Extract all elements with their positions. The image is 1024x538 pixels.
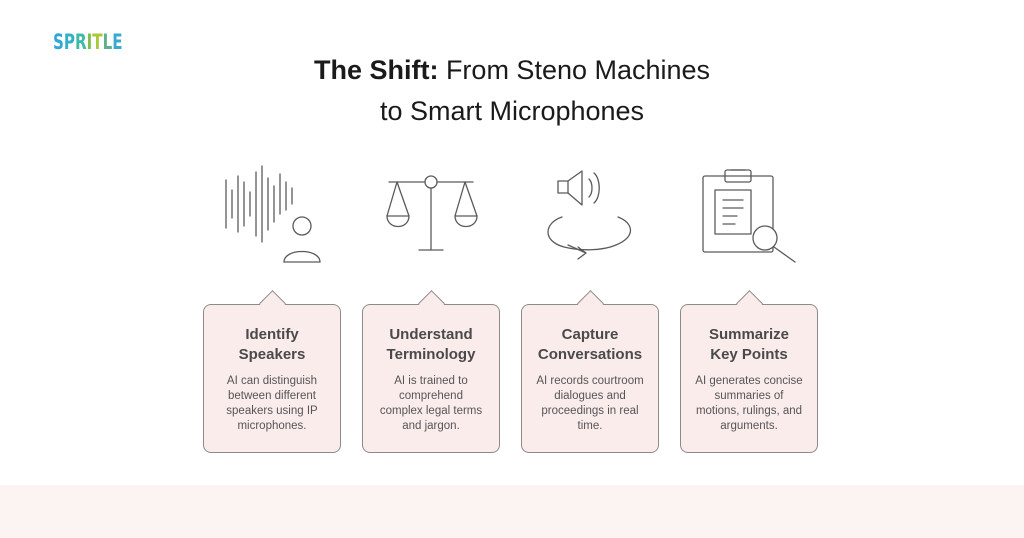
logo-letter: I (86, 30, 93, 54)
title-rest: From Steno Machines (438, 55, 711, 85)
logo-letter: S (53, 30, 64, 54)
card-description: AI records courtroom dialogues and proce… (532, 374, 648, 434)
clipboard-search-icon (702, 169, 796, 263)
logo-letter: R (74, 30, 87, 54)
card-heading-line: Understand (389, 326, 473, 343)
card-description-line: arguments. (720, 420, 778, 432)
card-description-line: dialogues and (554, 390, 626, 402)
card-summarize-key-points: Summarize Key Points AI generates concis… (680, 290, 818, 453)
speaker-voice-icon (225, 165, 321, 263)
card-description-line: microphones. (237, 420, 307, 432)
card-pointer (418, 290, 445, 317)
card-description-line: proceedings in real (541, 405, 639, 417)
bottom-band (0, 485, 1024, 538)
card-description: AI can distinguish between different spe… (214, 374, 330, 434)
card-heading-line: Speakers (238, 346, 306, 363)
card-description-line: and jargon. (402, 420, 460, 432)
page-title: The Shift: From Steno Machines to Smart … (212, 50, 812, 132)
title-line-2: to Smart Microphones (379, 96, 645, 126)
card-heading-line: Key Points (710, 346, 788, 363)
title-line-1: The Shift: From Steno Machines (212, 50, 812, 91)
card-pointer (259, 290, 286, 317)
card-pointer (577, 290, 604, 317)
scales-of-justice-icon (386, 175, 478, 251)
card-description-line: time. (577, 420, 603, 432)
card-description-line: AI can distinguish (226, 375, 318, 387)
loudspeaker-cycle-icon (547, 170, 632, 260)
card-description-line: AI generates concise (695, 375, 803, 387)
card-heading-line: Capture (561, 326, 619, 343)
card-heading-line: Terminology (386, 346, 476, 363)
card-heading-line: Conversations (537, 346, 643, 363)
card-capture-conversations: Capture Conversations AI records courtro… (521, 290, 659, 453)
card-description-line: summaries of (714, 390, 784, 402)
card-description: AI generates concise summaries of motion… (691, 374, 807, 434)
card-understand-terminology: Understand Terminology AI is trained to … (362, 290, 500, 453)
spritle-logo: SPRITLE (53, 31, 123, 53)
logo-letter: P (63, 30, 75, 54)
card-heading: Understand Terminology (367, 325, 495, 365)
card-description-line: AI records courtroom (536, 375, 644, 387)
logo-letter: T (92, 30, 103, 54)
card-heading-line: Summarize (708, 326, 790, 343)
card-description-line: speakers using IP (226, 405, 318, 417)
logo-letter: L (102, 30, 113, 54)
card-heading: Identify Speakers (208, 325, 336, 365)
card-heading-line: Identify (245, 326, 299, 343)
card-description-line: AI is trained to (394, 375, 468, 387)
logo-letter: E (112, 30, 123, 54)
card-identify-speakers: Identify Speakers AI can distinguish bet… (203, 290, 341, 453)
card-description-line: between different (227, 390, 317, 402)
card-heading: Capture Conversations (526, 325, 654, 365)
card-heading: Summarize Key Points (685, 325, 813, 365)
card-description-line: complex legal terms (379, 405, 483, 417)
card-pointer (736, 290, 763, 317)
card-description-line: motions, rulings, and (695, 405, 803, 417)
title-bold: The Shift: (313, 55, 439, 85)
card-description-line: comprehend (399, 390, 463, 402)
card-description: AI is trained to comprehend complex lega… (373, 374, 489, 434)
